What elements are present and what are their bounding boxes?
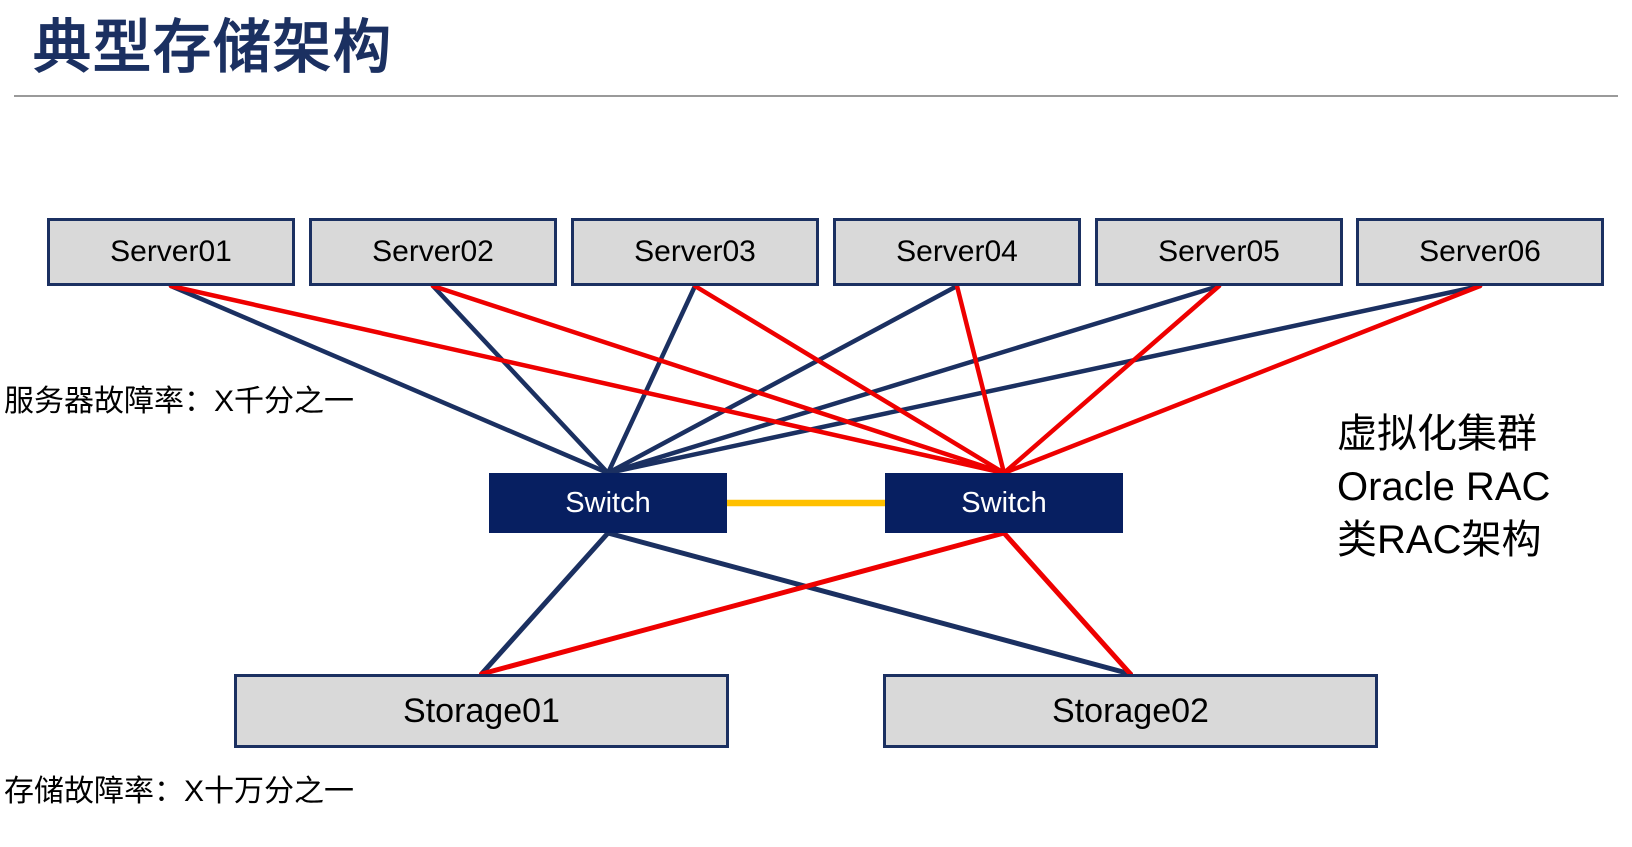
node-server01: Server01 (47, 218, 295, 286)
node-server05: Server05 (1095, 218, 1343, 286)
storage02-label: Storage02 (1052, 691, 1209, 730)
architecture-note-line2: Oracle RAC (1337, 465, 1551, 509)
node-switch-right: Switch (885, 473, 1123, 533)
server06-label: Server06 (1419, 235, 1541, 268)
storage-failure-rate-label: 存储故障率：X十万分之一 (4, 775, 355, 808)
switch-left-label: Switch (565, 486, 651, 519)
server04-label: Server04 (896, 235, 1018, 268)
page-title: 典型存储架构 (33, 15, 394, 80)
server-failure-rate-label: 服务器故障率：X千分之一 (4, 385, 355, 418)
node-storage01: Storage01 (234, 674, 729, 748)
node-server04: Server04 (833, 218, 1081, 286)
storage01-label: Storage01 (403, 691, 560, 730)
architecture-note: 虚拟化集群 Oracle RAC 类RAC架构 (1337, 408, 1550, 567)
node-server06: Server06 (1356, 218, 1604, 286)
architecture-note-line3: 类RAC架构 (1337, 518, 1542, 562)
architecture-note-line1: 虚拟化集群 (1337, 412, 1537, 456)
title-divider (14, 95, 1618, 97)
switch-right-label: Switch (961, 486, 1047, 519)
node-storage02: Storage02 (883, 674, 1378, 748)
server03-label: Server03 (634, 235, 756, 268)
node-server03: Server03 (571, 218, 819, 286)
node-switch-left: Switch (489, 473, 727, 533)
server02-label: Server02 (372, 235, 494, 268)
server05-label: Server05 (1158, 235, 1280, 268)
server01-label: Server01 (110, 235, 232, 268)
node-server02: Server02 (309, 218, 557, 286)
